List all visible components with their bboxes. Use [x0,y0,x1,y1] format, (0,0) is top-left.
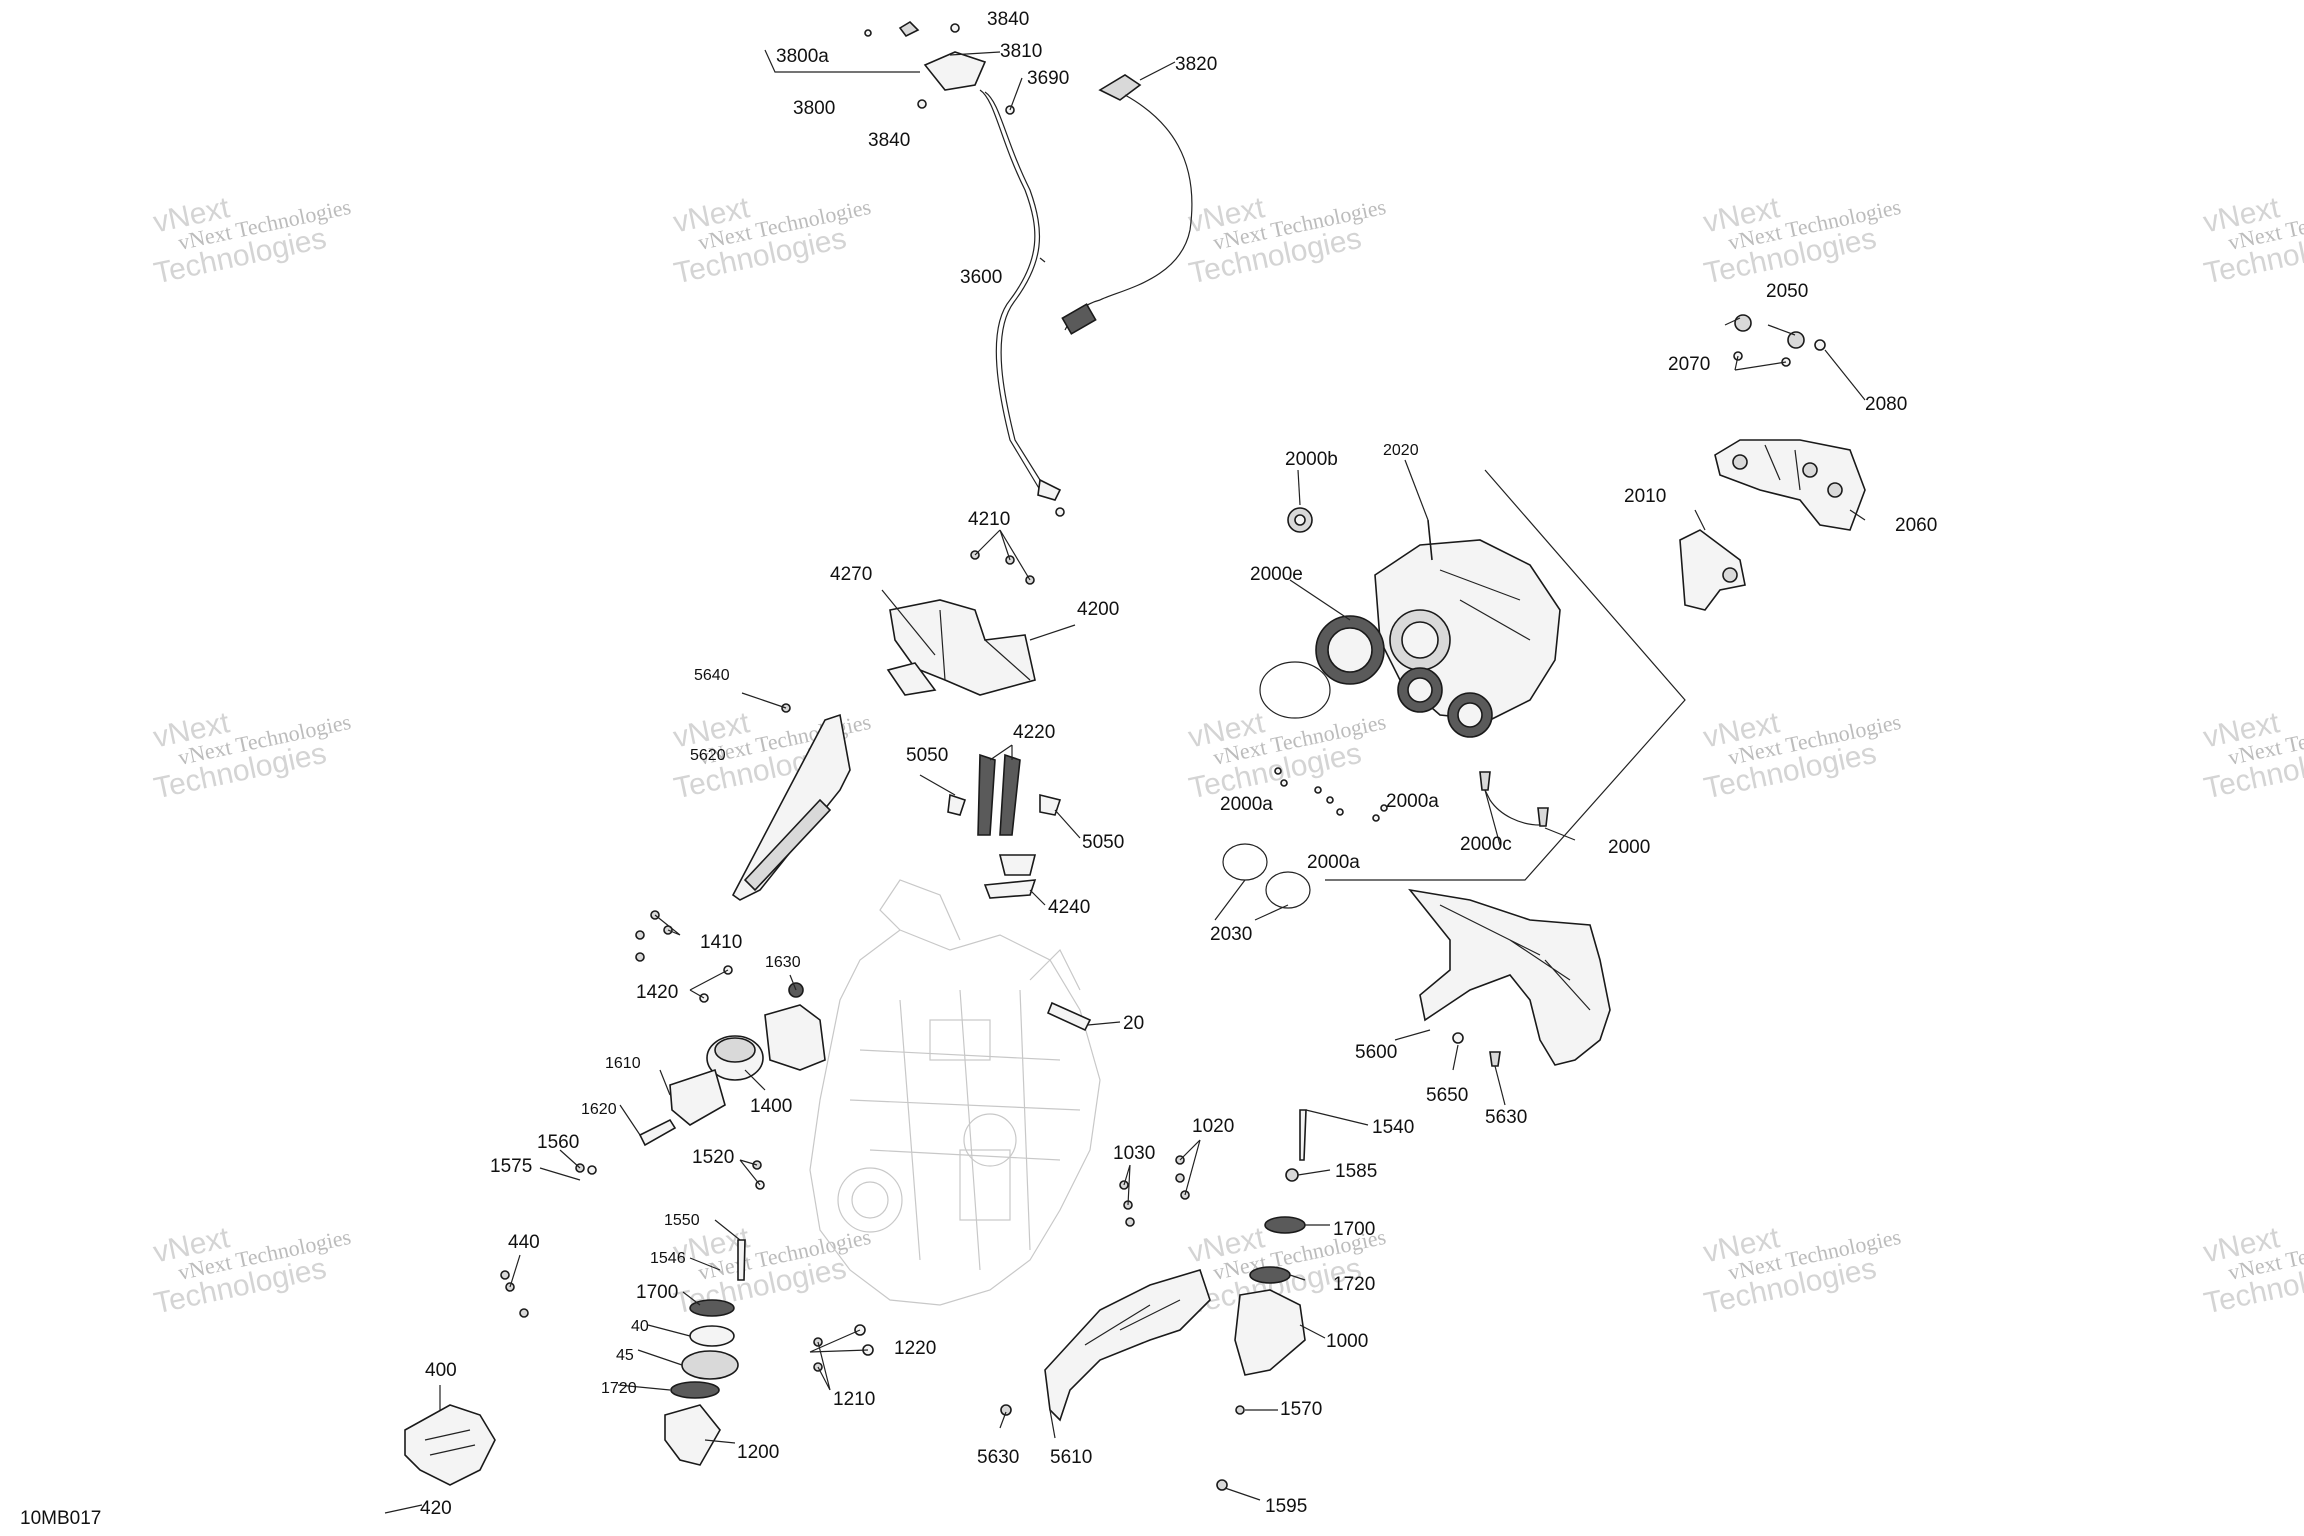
callout-5640: 5640 [694,667,730,684]
callout-2000e: 2000e [1250,564,1303,585]
callout-1700: 1700 [636,1282,678,1303]
callout-1630: 1630 [765,954,801,971]
callout-3840: 3840 [987,9,1029,30]
part-4220-4240-harness [947,753,1062,899]
callout-420: 420 [420,1498,452,1519]
part-4200-ecm [886,550,1036,696]
part-5600-heat-shield [1408,888,1611,1067]
engine-ghost-outline [809,879,1101,1306]
callout-2070: 2070 [1668,354,1710,375]
callout-1400: 1400 [750,1096,792,1117]
callout-1585: 1585 [1335,1161,1377,1182]
part-3810-bracket [864,20,987,109]
callout-1700: 1700 [1333,1219,1375,1240]
part-2010-bracket [1679,529,1746,611]
callout-2000c: 2000c [1460,834,1512,855]
callout-1610: 1610 [605,1055,641,1072]
callout-1560: 1560 [537,1132,579,1153]
part-1400-engine-mount [638,982,826,1147]
callout-labels: 3840 3800a 3810 3800 3690 3840 3820 3600… [20,9,1937,1529]
callout-5630: 5630 [977,1447,1019,1468]
callout-3690: 3690 [1027,68,1069,89]
part-5620-bracket [731,703,851,901]
callout-3820: 3820 [1175,54,1217,75]
callout-20: 20 [1123,1013,1144,1034]
callout-2000b: 2000b [1285,449,1338,470]
callout-3840: 3840 [868,130,910,151]
part-20-dowel [1046,1001,1092,1032]
callout-1030: 1030 [1113,1143,1155,1164]
part-2030-clamps [1222,843,1311,909]
callout-1720: 1720 [1333,1274,1375,1295]
callout-3600: 3600 [960,267,1002,288]
callout-4270: 4270 [830,564,872,585]
callout-1540: 1540 [1372,1117,1414,1138]
part-2000-airbox [1259,507,1561,738]
callout-2080: 2080 [1865,394,1907,415]
diagram-code: 10MB017 [20,1508,101,1529]
callout-440: 440 [508,1232,540,1253]
callout-2060: 2060 [1895,515,1937,536]
callout-1220: 1220 [894,1338,936,1359]
part-1540-1700-stud-stack [1249,1109,1307,1284]
callout-2000: 2000 [1608,837,1650,858]
part-2000c-fittings [1274,767,1549,827]
callout-5050: 5050 [906,745,948,766]
callout-3810: 3810 [1000,41,1042,62]
callout-45: 45 [616,1347,634,1364]
callout-4220: 4220 [1013,722,1055,743]
callout-1720: 1720 [601,1380,637,1397]
callout-1546: 1546 [650,1250,686,1267]
callout-1595: 1595 [1265,1496,1307,1517]
part-2060-bracket [1714,439,1866,531]
callout-1575: 1575 [490,1156,532,1177]
part-400-bracket [404,1270,510,1486]
part-3820-sensor-harness [1061,74,1193,335]
callout-5610: 5610 [1050,1447,1092,1468]
callout-5620: 5620 [690,747,726,764]
watermarks: vNext vNext Technologies Technologies vN… [150,191,2304,1320]
callout-5650: 5650 [1426,1085,1468,1106]
callout-2020: 2020 [1383,442,1419,459]
callout-40: 40 [631,1318,649,1335]
callout-1410: 1410 [700,932,742,953]
part-2050-2080-nuts [1733,314,1826,367]
callout-2000a: 2000a [1307,852,1360,873]
callout-4240: 4240 [1048,897,1090,918]
part-1000-mount [1234,1289,1306,1376]
callout-1200: 1200 [737,1442,779,1463]
callout-1210: 1210 [833,1389,875,1410]
part-3600-cable [979,89,1065,517]
callout-1550: 1550 [664,1212,700,1229]
callout-5630: 5630 [1485,1107,1527,1128]
callout-2010: 2010 [1624,486,1666,507]
callout-3800: 3800 [793,98,835,119]
callout-2000a: 2000a [1220,794,1273,815]
callout-1570: 1570 [1280,1399,1322,1420]
callout-3800a: 3800a [776,46,829,67]
callout-4200: 4200 [1077,599,1119,620]
callout-1420: 1420 [636,982,678,1003]
callout-1620: 1620 [581,1101,617,1118]
callout-5050: 5050 [1082,832,1124,853]
callout-1520: 1520 [692,1147,734,1168]
callout-2030: 2030 [1210,924,1252,945]
callout-1020: 1020 [1192,1116,1234,1137]
callout-2000a: 2000a [1386,791,1439,812]
callout-1000: 1000 [1326,1331,1368,1352]
callout-400: 400 [425,1360,457,1381]
callout-5600: 5600 [1355,1042,1397,1063]
part-5610-bracket [1044,1269,1211,1422]
leader-lines [384,49,1866,1514]
callout-4210: 4210 [968,509,1010,530]
callout-2050: 2050 [1766,281,1808,302]
